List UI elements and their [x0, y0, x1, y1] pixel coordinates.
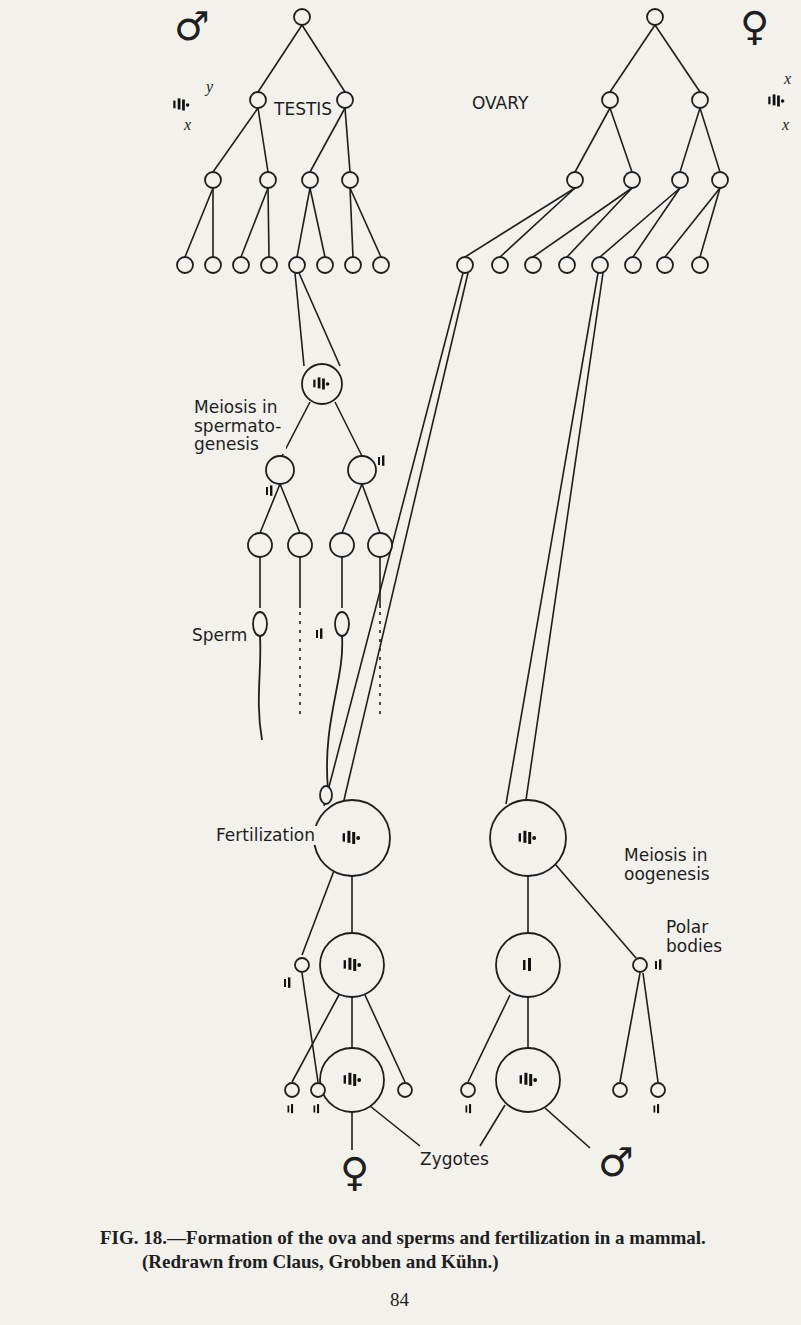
page-number: 84 [388, 1290, 411, 1311]
organ-label: OVARY [470, 94, 530, 113]
chromosome-label: x [782, 70, 793, 88]
process-label: Fertilization [214, 826, 317, 845]
chromosome-label: x [182, 116, 193, 134]
sex-symbol: ♀ [338, 1150, 371, 1194]
cell-label: Sperm [190, 626, 249, 645]
sex-symbol: ♂ [172, 4, 212, 48]
chromosome-label: x [780, 116, 791, 134]
cell-label: Polar bodies [664, 918, 738, 955]
sex-symbol: ♂ [596, 1140, 636, 1184]
organ-label: TESTIS [272, 100, 334, 119]
cells [177, 9, 728, 1112]
chromosome-label: y [204, 78, 215, 96]
sex-symbol: ♀ [738, 4, 771, 48]
sperm [253, 612, 349, 804]
process-label: Meiosis in oogenesis [622, 846, 726, 883]
figure-caption: FIG. 18.—Formation of the ova and sperms… [100, 1226, 740, 1274]
cell-label: Zygotes [418, 1150, 491, 1169]
chromosomes [173, 94, 784, 1113]
process-label: Meiosis in spermato- genesis [192, 398, 286, 454]
lineage-lines [185, 25, 720, 1150]
